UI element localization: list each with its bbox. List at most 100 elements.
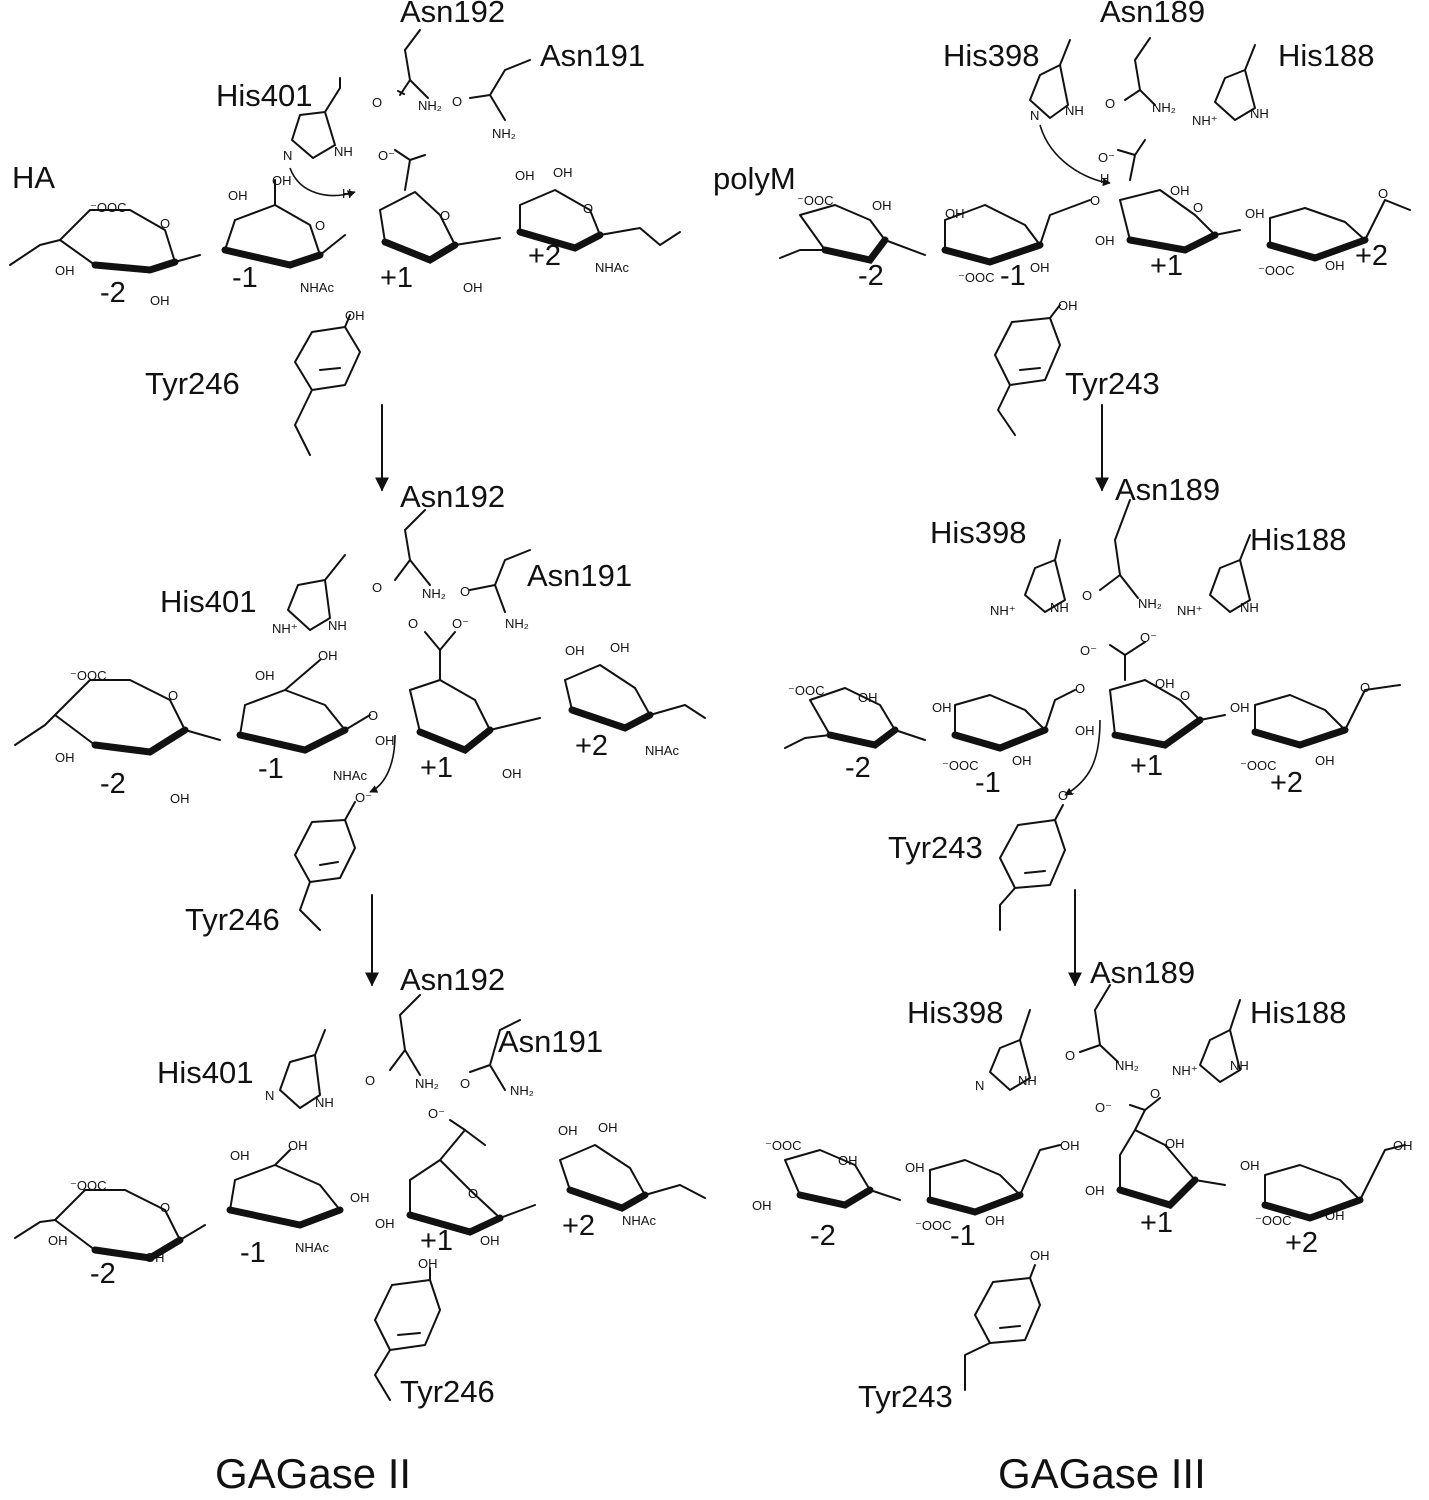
asn192-label: Asn192 — [400, 479, 505, 514]
atom-o: O — [1193, 200, 1203, 215]
his401-label: His401 — [216, 78, 313, 113]
atom-o: O — [452, 94, 462, 109]
pos-minus2: -2 — [810, 1220, 836, 1252]
atom-h: H — [1100, 171, 1109, 186]
atom-oh: OH — [463, 280, 483, 295]
atom-ooc: ⁻OOC — [70, 1178, 106, 1193]
atom-nhplus: NH⁺ — [1177, 603, 1203, 618]
atom-nhac: NHAc — [595, 260, 629, 275]
atom-o: O — [168, 688, 178, 703]
pos-plus2: +2 — [528, 240, 561, 272]
atom-nh2: NH₂ — [1152, 100, 1176, 115]
atom-oh: OH — [945, 206, 965, 221]
his188-label: His188 — [1250, 995, 1347, 1030]
atom-oh: OH — [1325, 1208, 1345, 1223]
atom-o: O — [1090, 193, 1100, 208]
tyr246-label: Tyr246 — [400, 1374, 495, 1409]
atom-o: O — [1150, 1086, 1160, 1101]
atom-oh: OH — [170, 791, 190, 806]
atom-oh: OH — [598, 1120, 618, 1135]
atom-ooc: ⁻OOC — [915, 1218, 951, 1233]
pos-minus2: -2 — [845, 752, 871, 784]
ring-plus2-front-edge — [516, 228, 604, 252]
atom-nhac: NHAc — [622, 1213, 656, 1228]
atom-oh: OH — [1155, 676, 1175, 691]
atom-oh: OH — [502, 766, 522, 781]
atom-oh: OH — [515, 168, 535, 183]
pos-plus2: +2 — [1285, 1227, 1318, 1259]
pos-plus2: +2 — [562, 1210, 595, 1242]
atom-nhac: NHAc — [333, 768, 367, 783]
atom-n: N — [975, 1078, 984, 1093]
atom-o: O — [365, 1073, 375, 1088]
atom-oh: OH — [350, 1190, 370, 1205]
atom-ooc: ⁻OOC — [1255, 1213, 1291, 1228]
atom-oh: OH — [1315, 753, 1335, 768]
atom-nh2: NH₂ — [415, 1076, 439, 1091]
atom-o: O — [460, 584, 470, 599]
atom-oh: OH — [272, 173, 292, 188]
atom-oh: OH — [55, 263, 75, 278]
atom-ominus: O⁻ — [452, 616, 469, 631]
atom-n: N — [1030, 108, 1039, 123]
atom-oh: OH — [1245, 206, 1265, 221]
atom-oh: OH — [905, 1160, 925, 1175]
atom-o: O — [368, 708, 378, 723]
tyr243-label: Tyr243 — [1065, 366, 1160, 401]
atom-ominus: O⁻ — [1080, 643, 1097, 658]
atom-nh2: NH₂ — [1115, 1058, 1139, 1073]
atom-nh2: NH₂ — [422, 586, 446, 601]
atom-oh: OH — [480, 1233, 500, 1248]
asn191-label: Asn191 — [527, 558, 632, 593]
atom-oh: OH — [1075, 723, 1095, 738]
atom-oh: OH — [1085, 1183, 1105, 1198]
atom-nhplus: NH⁺ — [1192, 113, 1218, 128]
atom-ominus: O⁻ — [1098, 150, 1115, 165]
atom-nhac: NHAc — [300, 280, 334, 295]
atom-oh: OH — [1240, 1158, 1260, 1173]
atom-o: O — [408, 616, 418, 631]
atom-nh2: NH₂ — [492, 126, 516, 141]
atom-oh: OH — [150, 293, 170, 308]
pos-minus1: -1 — [975, 767, 1001, 799]
atom-ooc: ⁻OOC — [1240, 758, 1276, 773]
pos-minus1: -1 — [1000, 260, 1026, 292]
atom-ooc: ⁻OOC — [958, 270, 994, 285]
atom-ominus: O⁻ — [1140, 630, 1157, 645]
pos-minus1: -1 — [232, 262, 258, 294]
atom-oh: OH — [565, 643, 585, 658]
his401-imidazole — [291, 77, 341, 159]
gagase3-stage1: polyM Asn189 His398 His188 Tyr243 N NH O… — [713, 0, 1411, 436]
atom-o: O — [1065, 1048, 1075, 1063]
atom-oh: OH — [1012, 753, 1032, 768]
asn192-label: Asn192 — [400, 0, 505, 29]
asn192-label: Asn192 — [400, 962, 505, 997]
atom-oh: OH — [318, 648, 338, 663]
pos-minus2: -2 — [100, 277, 126, 309]
atom-oh: OH — [418, 1256, 438, 1271]
atom-oh: OH — [558, 1123, 578, 1138]
atom-oh: OH — [1030, 260, 1050, 275]
pos-minus2: -2 — [90, 1258, 116, 1290]
pos-plus1: +1 — [420, 752, 453, 784]
atom-nh: NH — [1230, 1058, 1249, 1073]
tyr246-ring — [294, 314, 361, 456]
substrate-label-ha: HA — [12, 160, 55, 195]
atom-nhplus: NH⁺ — [990, 603, 1016, 618]
atom-nh2: NH₂ — [418, 98, 442, 113]
atom-oh: OH — [752, 1198, 772, 1213]
atom-o: O — [460, 1076, 470, 1091]
atom-oh: OH — [872, 198, 892, 213]
atom-oh: OH — [375, 733, 395, 748]
atom-nh: NH — [1240, 600, 1259, 615]
atom-ooc: ⁻OOC — [788, 683, 824, 698]
atom-ooc: ⁻OOC — [765, 1138, 801, 1153]
atom-oh: OH — [985, 1213, 1005, 1228]
atom-nh: NH — [328, 618, 347, 633]
pos-plus1: +1 — [1150, 250, 1183, 282]
atom-oh: OH — [1170, 183, 1190, 198]
atom-o: O — [468, 1186, 478, 1201]
atom-o: O — [160, 1200, 170, 1215]
atom-oh: OH — [255, 668, 275, 683]
